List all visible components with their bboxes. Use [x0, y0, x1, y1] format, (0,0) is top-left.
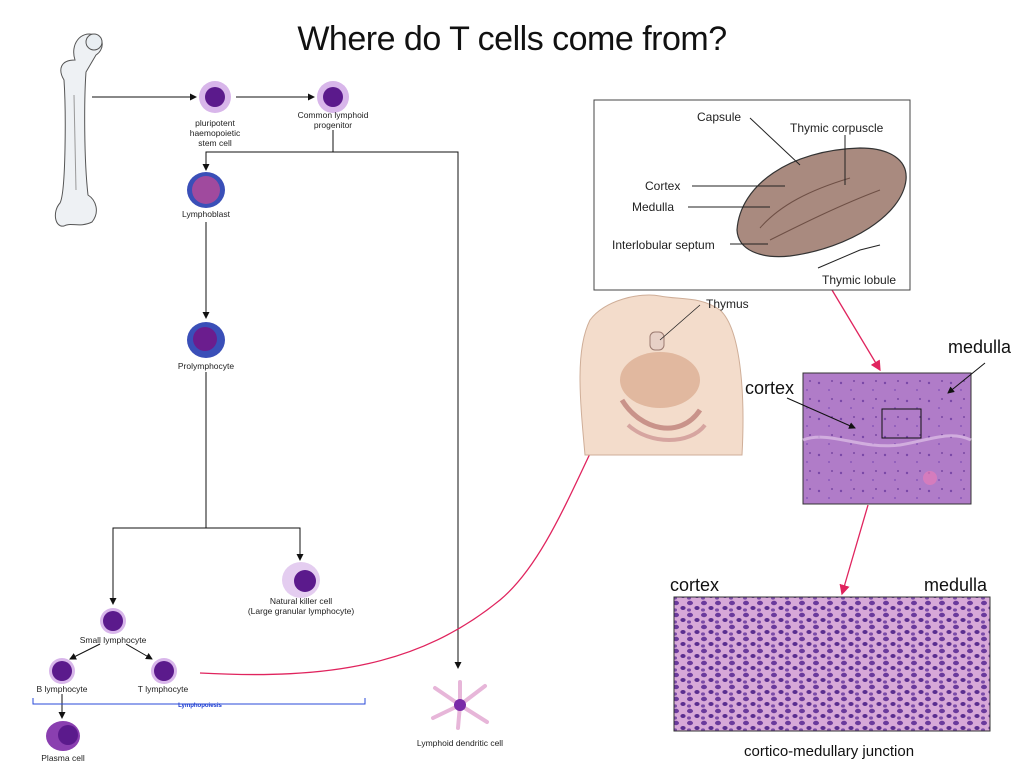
interlobular-septum-label: Interlobular septum	[612, 238, 715, 252]
nk-cell-label: Natural killer cell (Large granular lymp…	[247, 596, 355, 616]
stem-cell-label: pluripotent haemopoietic stem cell	[189, 118, 241, 148]
lymphoblast-cell-icon	[187, 172, 225, 208]
histology-high-mag	[673, 596, 991, 732]
dendritic-cell-label: Lymphoid dendritic cell	[416, 738, 504, 748]
to-b-arrow	[69, 643, 101, 660]
progenitor-branch	[202, 130, 334, 171]
progenitor-cell-icon	[317, 81, 349, 113]
capsule-label: Capsule	[697, 110, 742, 124]
thymic-corpuscle-label: Thymic corpuscle	[790, 121, 884, 135]
plasma-cell-icon	[46, 721, 80, 751]
progenitor-label: Common lymphoid progenitor	[297, 110, 369, 130]
lymphopoiesis-bracket	[32, 698, 366, 705]
medulla-top-label: medulla	[948, 337, 1012, 357]
small-lymphocyte-label: Small lymphocyte	[79, 635, 147, 645]
prolymphocyte-label: Prolymphocyte	[177, 361, 235, 371]
thymic-lobule-label: Thymic lobule	[822, 273, 897, 287]
thymus-pointer-lines	[688, 117, 881, 269]
dendritic-branch	[333, 151, 462, 669]
to-t-arrow	[125, 643, 153, 660]
page-title: Where do T cells come from?	[297, 20, 727, 58]
b-lymphocyte-cell-icon	[49, 658, 75, 684]
dendritic-cell-icon	[425, 680, 495, 730]
b-lymphocyte-label: B lymphocyte	[36, 684, 88, 694]
small-lymphocyte-cell-icon	[100, 608, 126, 634]
lymphopoiesis-label: Lymphopoiesis	[178, 703, 222, 709]
cortex-label: Cortex	[645, 179, 681, 193]
nk-cell-icon	[282, 562, 320, 598]
thymus-lobe-shape	[736, 147, 907, 258]
histo-to-junction-arrow	[839, 504, 869, 596]
nk-branch	[206, 527, 304, 561]
medulla-label: Medulla	[632, 200, 675, 214]
medulla-bottom-label: medulla	[924, 575, 988, 595]
stem-cell-icon	[199, 81, 231, 113]
femur-bone-illustration	[54, 33, 103, 227]
junction-caption: cortico-medullary junction	[744, 743, 915, 760]
torso-illustration	[579, 294, 744, 456]
thymus-label: Thymus	[706, 297, 749, 311]
zoom-box	[881, 408, 922, 439]
lymphoblast-label: Lymphoblast	[182, 209, 230, 219]
t-lymphocyte-cell-icon	[151, 658, 177, 684]
t-lymphocyte-label: T lymphocyte	[137, 684, 189, 694]
plasma-cell-label: Plasma cell	[41, 753, 85, 763]
cortex-top-label: cortex	[745, 378, 795, 398]
cortex-bottom-label: cortex	[670, 575, 720, 595]
thymus-to-histo-arrow	[831, 289, 881, 372]
prolympho-branch	[109, 372, 207, 605]
prolymphocyte-cell-icon	[187, 322, 225, 358]
